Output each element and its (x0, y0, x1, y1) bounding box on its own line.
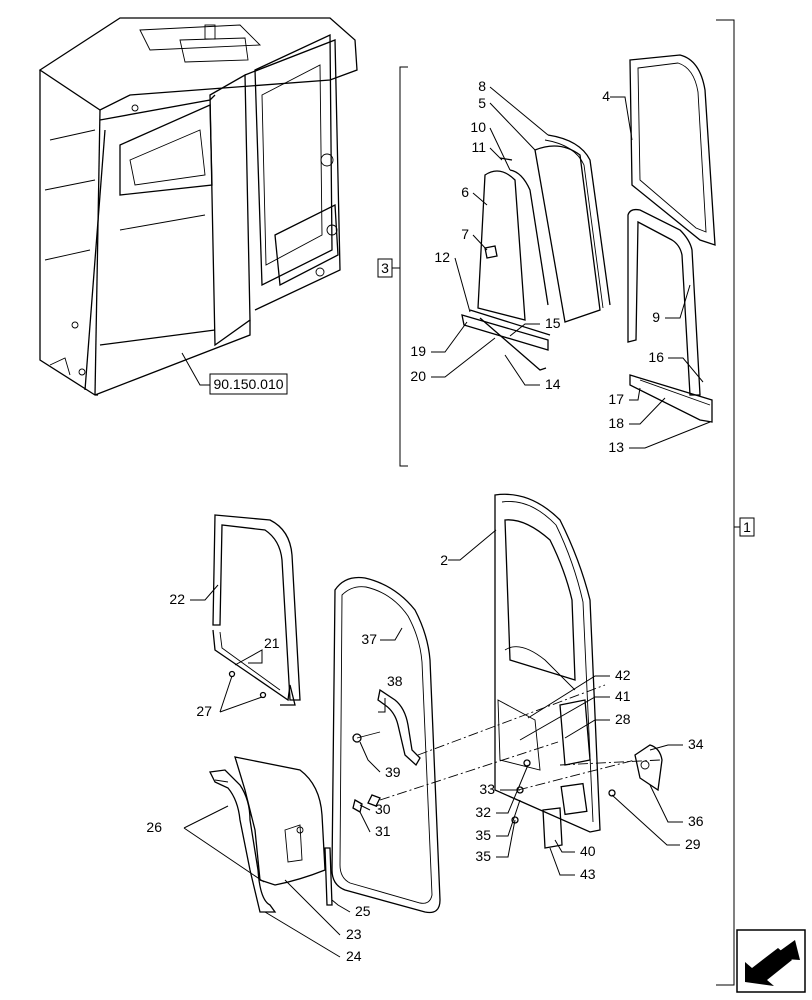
callout-42: 42 (615, 667, 631, 683)
callout-39: 39 (385, 764, 401, 780)
callout-10: 10 (470, 119, 486, 135)
callout-12: 12 (434, 249, 450, 265)
callout-26: 26 (146, 819, 162, 835)
callout-31: 31 (375, 823, 391, 839)
callout-20: 20 (410, 368, 426, 384)
callout-13: 13 (608, 439, 624, 455)
callout-8: 8 (478, 78, 486, 94)
callout-18: 18 (608, 415, 624, 431)
callout-33: 33 (479, 781, 495, 797)
callout-5: 5 (478, 95, 486, 111)
group-box-3-label: 3 (381, 260, 389, 276)
group-box-1-label: 1 (743, 519, 751, 535)
group-box-3[interactable]: 3 (377, 258, 393, 278)
callout-36: 36 (688, 813, 704, 829)
group-box-1[interactable]: 1 (739, 517, 755, 537)
callout-28: 28 (615, 711, 631, 727)
door-parts (209, 493, 663, 914)
callout-16: 16 (648, 349, 664, 365)
callout-7: 7 (461, 226, 469, 242)
window-glass-parts (461, 54, 716, 423)
callout-11: 11 (471, 139, 486, 155)
callout-40: 40 (580, 843, 596, 859)
group-brackets (392, 19, 740, 986)
arrow-icon[interactable] (736, 929, 806, 993)
callout-2: 2 (440, 552, 448, 568)
callout-24: 24 (346, 948, 362, 964)
callout-30: 30 (375, 801, 391, 817)
callout-32: 32 (475, 804, 491, 820)
callout-29: 29 (685, 836, 701, 852)
leader-lines (181, 86, 711, 958)
alignment-lines (379, 684, 661, 801)
callout-41: 41 (615, 688, 631, 704)
ref-box-90-150-010[interactable]: 90.150.010 (209, 373, 288, 395)
cab-illustration (38, 17, 358, 396)
callout-15: 15 (545, 315, 561, 331)
callout-27: 27 (196, 703, 212, 719)
callout-25: 25 (355, 903, 371, 919)
callout-9: 9 (652, 309, 660, 325)
callout-35a: 35 (475, 827, 491, 843)
callout-6: 6 (461, 184, 469, 200)
callout-4: 4 (602, 88, 610, 104)
callout-labels: 2 4 5 6 7 8 9 10 11 12 13 14 15 16 17 18… (146, 78, 703, 964)
callout-34: 34 (688, 736, 704, 752)
callout-14: 14 (545, 376, 561, 392)
callout-19: 19 (410, 343, 426, 359)
callout-38: 38 (387, 673, 403, 689)
ref-box-label: 90.150.010 (213, 376, 283, 392)
callout-35b: 35 (475, 848, 491, 864)
callout-37: 37 (361, 631, 377, 647)
callout-23: 23 (346, 926, 362, 942)
callout-22: 22 (169, 591, 185, 607)
callout-43: 43 (580, 866, 596, 882)
callout-21: 21 (264, 635, 280, 651)
callout-17: 17 (608, 391, 624, 407)
